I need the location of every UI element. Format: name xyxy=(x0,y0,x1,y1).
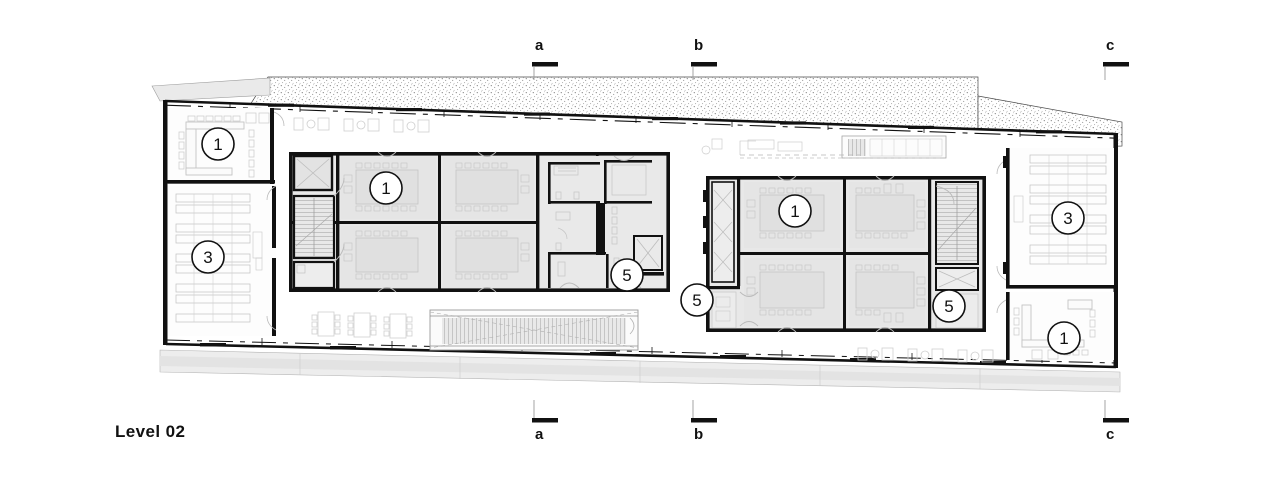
block-west-classrooms xyxy=(289,151,670,293)
room-tag-number: 1 xyxy=(790,202,799,221)
section-marker-top-a: a xyxy=(535,37,544,54)
corridor-tables-south xyxy=(311,311,413,339)
section-marker-bar xyxy=(691,418,717,423)
west-wing-partitions xyxy=(167,108,275,184)
section-marker-bar xyxy=(1103,62,1129,67)
section-marker-top-c: c xyxy=(1106,37,1115,54)
section-marker-bar xyxy=(691,62,717,67)
page-title: Level 02 xyxy=(115,422,186,441)
elevator-west xyxy=(292,154,334,192)
room-tag-5: 5 xyxy=(932,289,966,323)
section-marker-bar xyxy=(532,62,558,67)
room-tag-number: 5 xyxy=(944,297,953,316)
section-marker-bottom-a: a xyxy=(535,426,544,443)
room-tag-number: 5 xyxy=(692,291,701,310)
classroom-east-b xyxy=(849,182,926,248)
elevator-east xyxy=(935,267,979,291)
room-tag-number: 3 xyxy=(1063,209,1072,228)
room-tag-1: 1 xyxy=(369,171,403,205)
room-tag-3: 3 xyxy=(1051,201,1085,235)
room-tag-number: 3 xyxy=(203,248,212,267)
stair-east-right xyxy=(935,181,979,265)
room-tag-number: 1 xyxy=(381,179,390,198)
terrain-slab-northwest xyxy=(151,77,271,102)
room-tag-5: 5 xyxy=(610,258,644,292)
classroom-east-d xyxy=(849,258,926,326)
room-tag-1: 1 xyxy=(1047,321,1081,355)
room-tag-number: 1 xyxy=(1059,329,1068,348)
section-marker-bar xyxy=(1103,418,1129,423)
room-tag-5: 5 xyxy=(680,283,714,317)
stair-west xyxy=(292,194,336,260)
section-marker-bottom-b: b xyxy=(694,426,704,443)
service-core-west xyxy=(540,155,666,289)
exterior-stair-south xyxy=(429,309,639,351)
exterior-stair-north xyxy=(701,135,947,159)
section-marker-bottom-c: c xyxy=(1106,426,1115,443)
room-tag-number: 5 xyxy=(622,266,631,285)
section-marker-bar xyxy=(532,418,558,423)
block-east-classrooms xyxy=(703,175,986,333)
classroom-west-b xyxy=(443,157,534,219)
room-tag-1: 1 xyxy=(778,194,812,228)
classroom-west-d xyxy=(443,226,534,288)
room-tag-1: 1 xyxy=(201,127,235,161)
stair-east-left xyxy=(703,181,735,283)
corridor-furniture-northeast xyxy=(857,347,994,363)
section-line-layer xyxy=(532,62,1129,423)
terrain-slope-south xyxy=(159,349,1121,393)
classroom-east-c xyxy=(744,258,840,326)
corridor-furniture-northwest xyxy=(293,117,430,133)
classroom-west-c xyxy=(341,226,436,288)
room-tag-3: 3 xyxy=(191,240,225,274)
section-marker-top-b: b xyxy=(694,37,704,54)
room-tag-number: 1 xyxy=(213,135,222,154)
room-east-lowleft xyxy=(711,291,737,329)
room-tag-layer: 1 3 1 5 5 1 5 3 1 xyxy=(191,127,1085,355)
service-room-west xyxy=(292,260,336,290)
north-facade xyxy=(164,99,1117,139)
